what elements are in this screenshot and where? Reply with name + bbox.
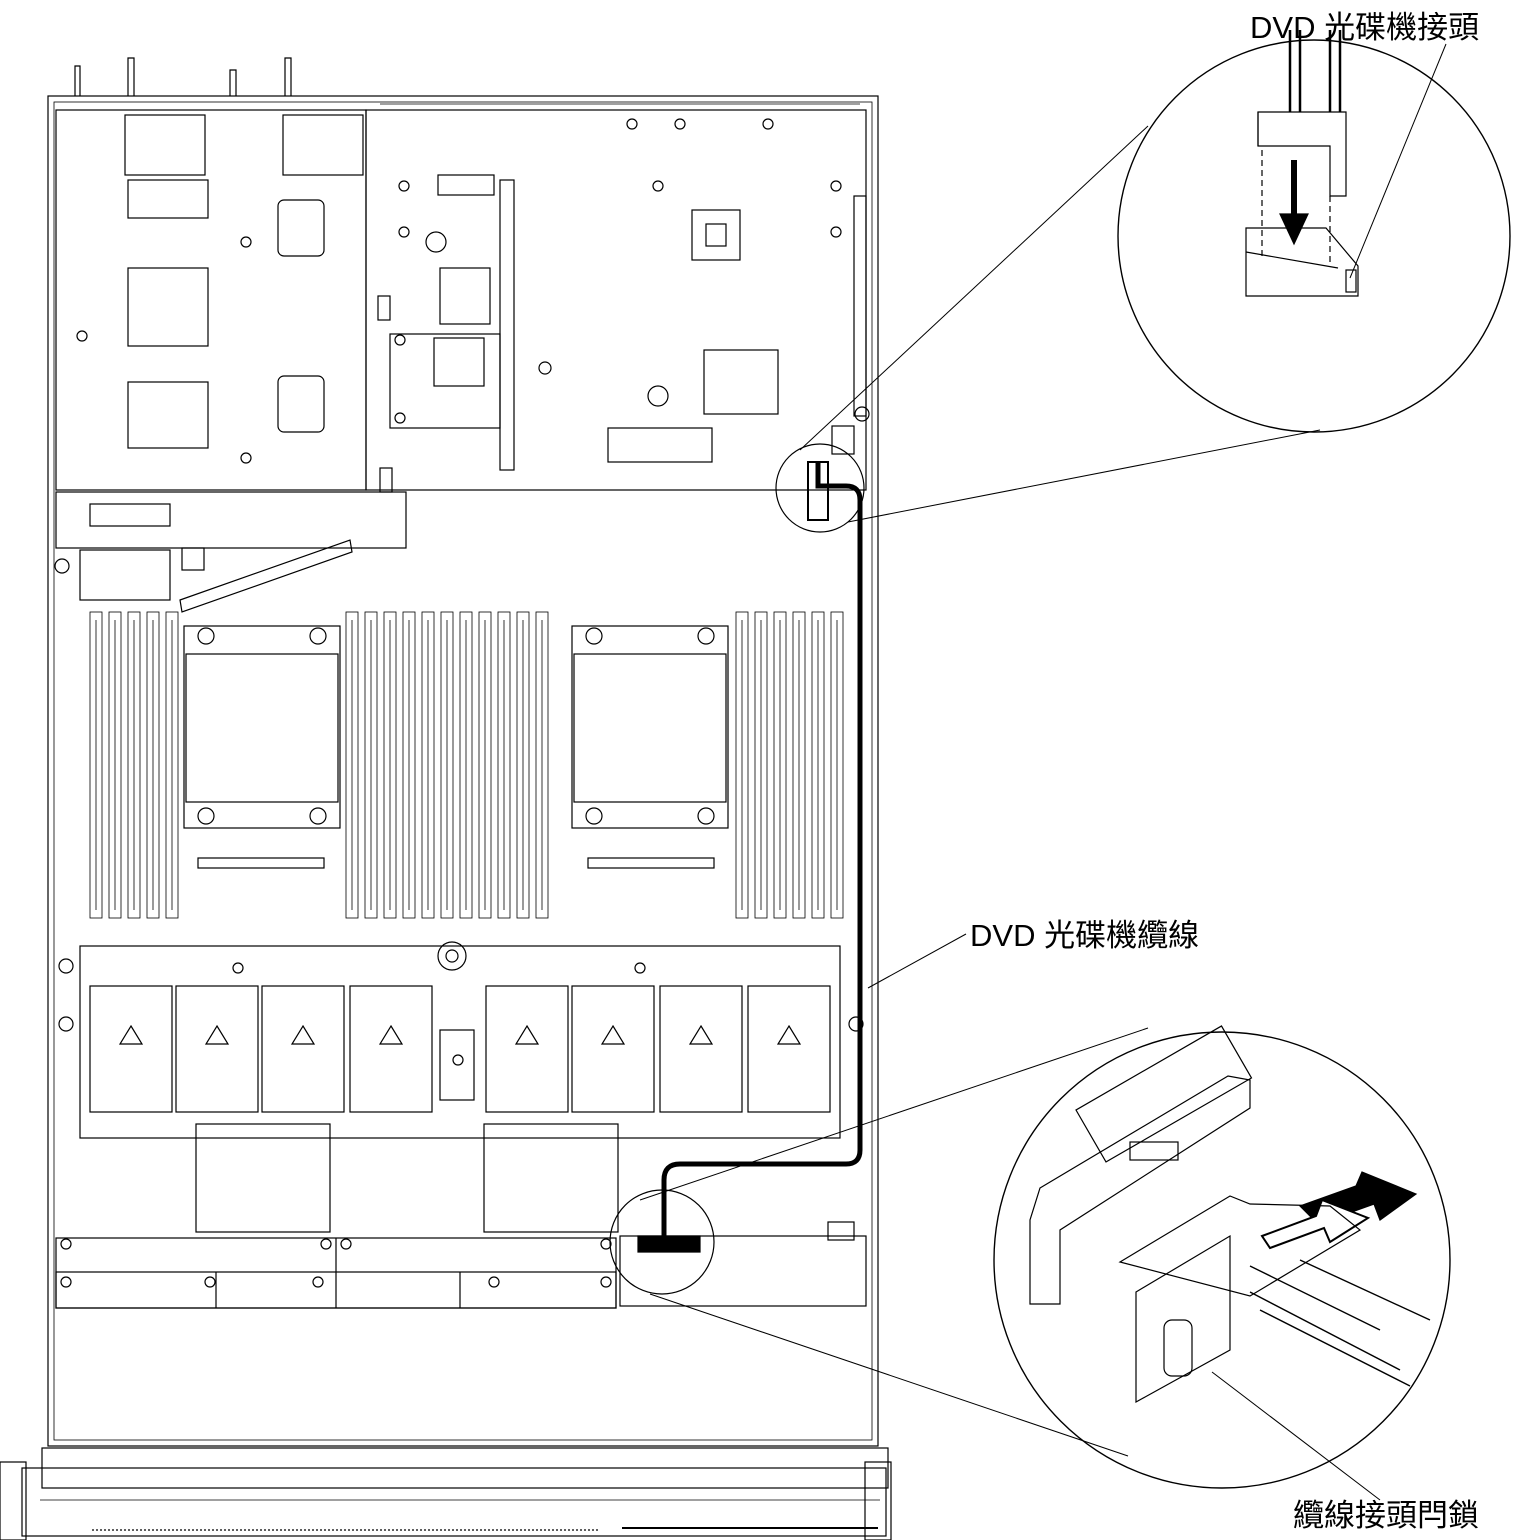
dimm-slot <box>773 611 787 919</box>
riser-slot-area <box>54 491 407 613</box>
fan-row <box>58 941 864 1139</box>
system-board-top <box>365 103 870 493</box>
fan-module <box>485 985 569 1113</box>
dvd-cable-label: DVD 光碟機纜線 <box>970 918 1200 953</box>
dimm-slot <box>792 611 806 919</box>
fan-module <box>261 985 345 1113</box>
dimm-slot <box>108 611 122 919</box>
zoom-source-latch <box>609 1189 715 1295</box>
zoom-detail-connector <box>1117 30 1511 433</box>
dimm-slot <box>440 611 454 919</box>
dimm-slot <box>478 611 492 919</box>
dvd-connector-label: DVD 光碟機接頭 <box>1250 10 1480 45</box>
fan-module <box>349 985 433 1113</box>
dimm-slot <box>535 611 549 919</box>
zoom-source-connector <box>775 443 865 533</box>
dimm-slot <box>345 611 359 919</box>
dimm-slot <box>165 611 179 919</box>
dimm-slot <box>516 611 530 919</box>
fan-module <box>175 985 259 1113</box>
processor-sockets <box>183 625 729 869</box>
fan-direction-icon <box>514 1024 540 1045</box>
fan-direction-icon <box>378 1024 404 1045</box>
dimm-slot <box>146 611 160 919</box>
dimm-slot <box>383 611 397 919</box>
dimm-slot <box>364 611 378 919</box>
dimm-slot <box>402 611 416 919</box>
fan-module <box>747 985 831 1113</box>
fan-module <box>571 985 655 1113</box>
dvd-connector-on-board <box>807 461 829 521</box>
fan-direction-icon <box>688 1024 714 1045</box>
fan-direction-icon <box>290 1024 316 1045</box>
dimm-slot <box>89 611 103 919</box>
dimm-slot <box>421 611 435 919</box>
fan-module <box>89 985 173 1113</box>
fan-direction-icon <box>600 1024 626 1045</box>
zoom-leader-lines <box>639 125 1321 1457</box>
chassis-outline <box>0 57 892 1540</box>
dimm-slot <box>754 611 768 919</box>
drive-bay-area <box>55 1123 867 1309</box>
cable-connector-latch-small <box>637 1235 701 1253</box>
dimm-slot <box>497 611 511 919</box>
fan-direction-icon <box>118 1024 144 1045</box>
dvd-cable <box>661 462 863 1242</box>
dimm-slot <box>459 611 473 919</box>
dimm-slot <box>811 611 825 919</box>
dimm-slot <box>830 611 844 919</box>
power-supply-area <box>55 109 367 491</box>
fan-direction-icon <box>204 1024 230 1045</box>
dimm-slot <box>127 611 141 919</box>
zoom-detail-latch <box>993 1025 1451 1489</box>
cable-connector-latch-label: 纜線接頭閂鎖 <box>1293 1498 1479 1533</box>
dimm-slot <box>735 611 749 919</box>
fan-direction-icon <box>776 1024 802 1045</box>
fan-module <box>659 985 743 1113</box>
dimm-slots <box>89 611 844 919</box>
callout-leaders <box>867 43 1447 1501</box>
